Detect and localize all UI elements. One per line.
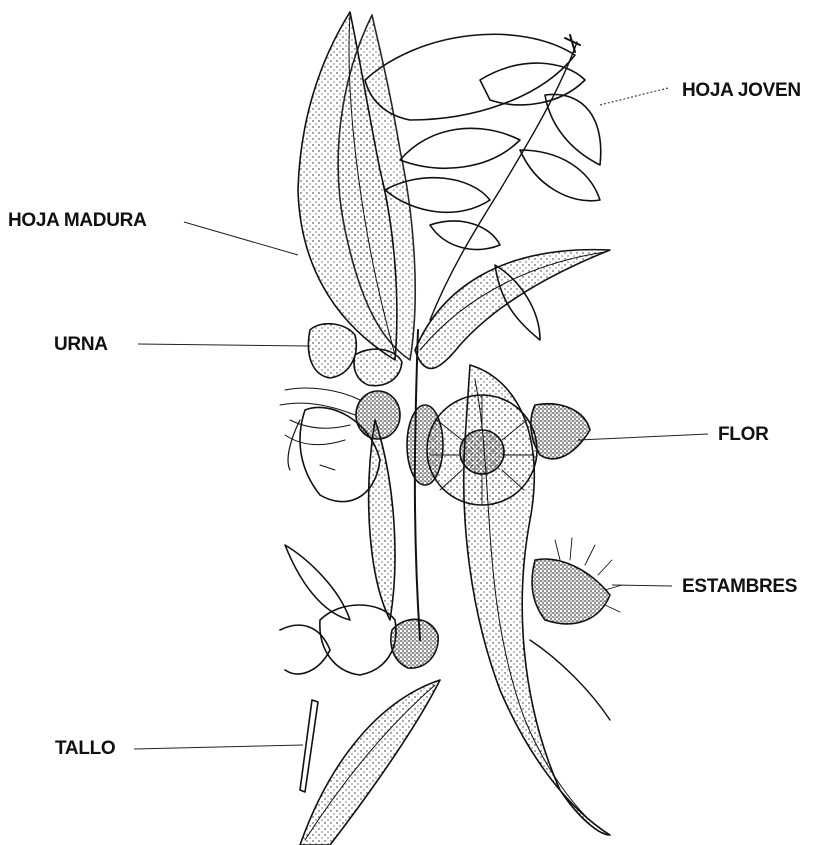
label-hoja-madura: HOJA MADURA (8, 210, 147, 232)
bud-top (565, 35, 580, 52)
leader-urna (138, 344, 308, 346)
label-tallo: TALLO (55, 738, 115, 760)
leader-tallo (134, 745, 303, 749)
main-stem (415, 330, 420, 640)
label-estambres: ESTAMBRES (682, 576, 797, 598)
arching-leaf (415, 250, 610, 369)
young-leaf-4 (400, 128, 520, 168)
leader-flor (578, 434, 708, 440)
label-urna: URNA (54, 334, 108, 356)
stalk (300, 700, 318, 792)
leaf-bottom-crossing (300, 680, 440, 845)
stamens-right (532, 559, 610, 624)
urn-capsule (308, 324, 356, 378)
young-leaf-2 (480, 63, 585, 105)
leader-hoja-joven (600, 88, 668, 105)
leader-estambres (612, 585, 672, 586)
young-leaf-1 (365, 34, 575, 120)
young-leaf-7 (430, 221, 500, 249)
central-leaf (369, 420, 395, 620)
flower-receptacle (531, 404, 590, 459)
right-branch (530, 640, 610, 720)
label-flor: FLOR (718, 424, 769, 446)
label-hoja-joven: HOJA JOVEN (682, 80, 801, 102)
bud-pair (320, 605, 396, 675)
leader-hoja-madura (184, 222, 298, 255)
